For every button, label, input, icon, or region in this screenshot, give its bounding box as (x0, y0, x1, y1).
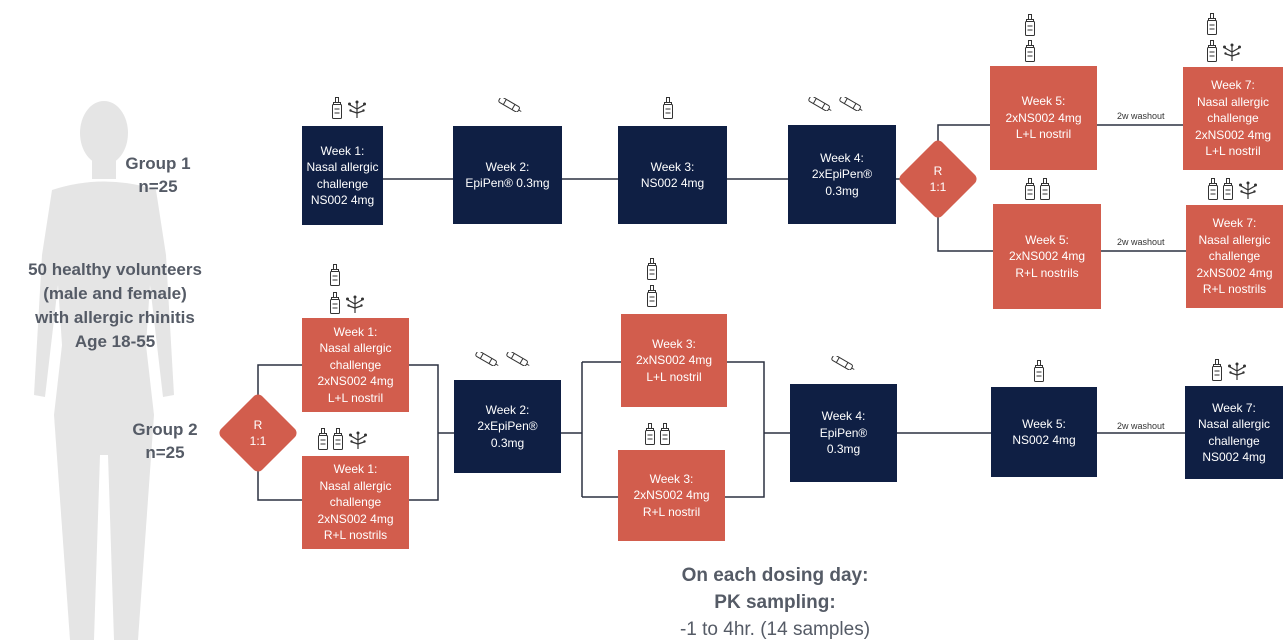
g1-week3-icons (663, 97, 673, 119)
nasal-spray-icon (1025, 14, 1035, 36)
g1-week1-box: Week 1: Nasal allergic challenge NS002 4… (302, 126, 383, 225)
nasal-spray-icon (1207, 40, 1217, 62)
g1-week7a-icons (1207, 40, 1242, 62)
epipen-icon (838, 97, 864, 111)
nasal-spray-icon (1212, 359, 1222, 381)
g2-week4-text: Week 4: EpiPen® 0.3mg (819, 409, 868, 457)
allergen-icon (1227, 361, 1247, 381)
nasal-spray-icon (330, 292, 340, 314)
g1-week1-icons (332, 97, 367, 119)
dosing-note-title: On each dosing day: (681, 565, 869, 586)
g2-week4-box: Week 4: EpiPen® 0.3mg (790, 384, 897, 482)
g2-week3a-icons (647, 285, 657, 307)
g1-week7a-box: Week 7: Nasal allergic challenge 2xNS002… (1183, 67, 1283, 170)
nasal-spray-icon (647, 258, 657, 280)
g1-week2-text: Week 2: EpiPen® 0.3mg (465, 159, 550, 191)
g2-week3b-text: Week 3: 2xNS002 4mg R+L nostril (633, 471, 710, 519)
g1-week3-box: Week 3: NS002 4mg (618, 126, 727, 224)
nasal-spray-icon (663, 97, 673, 119)
g2-week5-text: Week 5: NS002 4mg (1012, 416, 1076, 448)
dosing-note: On each dosing day: PK sampling: -1 to 4… (625, 562, 925, 643)
epipen-icon (830, 356, 856, 370)
allergen-icon (345, 294, 365, 314)
g2-week1b-text: Week 1: Nasal allergic challenge 2xNS002… (317, 462, 394, 543)
washout-label: 2w washout (1117, 111, 1165, 121)
g1-week5b-box: Week 5: 2xNS002 4mg R+L nostrils (993, 204, 1101, 309)
g1-week7b-text: Week 7: Nasal allergic challenge 2xNS002… (1196, 216, 1273, 297)
g2-week7-text: Week 7: Nasal allergic challenge NS002 4… (1197, 400, 1271, 465)
g2-week4-icons (830, 356, 856, 370)
g1-week7a-text: Week 7: Nasal allergic challenge 2xNS002… (1194, 78, 1272, 159)
population-description: 50 healthy volunteers (male and female) … (28, 260, 202, 351)
nasal-spray-icon (1223, 178, 1233, 200)
nasal-spray-icon (1025, 40, 1035, 62)
g1-week1-text: Week 1: Nasal allergic challenge NS002 4… (306, 143, 379, 208)
person-silhouette-icon (34, 101, 174, 640)
g2-week1a-text: Week 1: Nasal allergic challenge 2xNS002… (317, 324, 394, 405)
g1-week3-text: Week 3: NS002 4mg (640, 159, 705, 191)
g2-week3a-icons-top (647, 258, 657, 280)
g2-week3a-box: Week 3: 2xNS002 4mg L+L nostril (621, 314, 727, 407)
epipen-icon (474, 352, 500, 366)
nasal-spray-icon (333, 428, 343, 450)
g2-week3b-box: Week 3: 2xNS002 4mg R+L nostril (618, 450, 725, 541)
g1-week5a-box: Week 5: 2xNS002 4mg L+L nostril (990, 66, 1097, 170)
g1-week5b-icons (1025, 178, 1050, 200)
washout-label: 2w washout (1117, 421, 1165, 431)
nasal-spray-icon (330, 264, 340, 286)
nasal-spray-icon (318, 428, 328, 450)
g2-week1a-icons-top (330, 264, 340, 286)
nasal-spray-icon (1208, 178, 1218, 200)
g2-week1a-icons (330, 292, 365, 314)
g1-week2-box: Week 2: EpiPen® 0.3mg (453, 126, 562, 224)
g1-week5a-icons-top (1025, 14, 1035, 36)
dosing-note-subtitle: PK sampling: (714, 592, 836, 613)
g1-week5b-text: Week 5: 2xNS002 4mg R+L nostrils (1008, 232, 1086, 280)
g2-week7-box: Week 7: Nasal allergic challenge NS002 4… (1185, 386, 1283, 479)
g1-week7a-icons-top (1207, 13, 1217, 35)
nasal-spray-icon (1040, 178, 1050, 200)
nasal-spray-icon (645, 423, 655, 445)
g2-week2-text: Week 2: 2xEpiPen® 0.3mg (477, 402, 538, 450)
g1-week4-box: Week 4: 2xEpiPen® 0.3mg (788, 125, 896, 224)
g2-week5-icons (1034, 360, 1044, 382)
randomization-label-group1: R 1:1 (929, 164, 947, 194)
g2-week7-icons (1212, 359, 1247, 381)
g1-week7b-icons (1208, 178, 1258, 200)
allergen-icon (347, 99, 367, 119)
g2-week3b-icons (645, 423, 670, 445)
epipen-icon (505, 352, 531, 366)
nasal-spray-icon (1207, 13, 1217, 35)
group-1-label: Group 1 n=25 (125, 154, 191, 196)
group-2-label: Group 2 n=25 (132, 420, 198, 462)
g2-week3a-text: Week 3: 2xNS002 4mg L+L nostril (635, 336, 713, 384)
epipen-icon (807, 97, 833, 111)
g1-week4-text: Week 4: 2xEpiPen® 0.3mg (811, 150, 873, 198)
allergen-icon (348, 430, 368, 450)
randomization-label-group2: R 1:1 (249, 418, 267, 448)
nasal-spray-icon (660, 423, 670, 445)
allergen-icon (1222, 42, 1242, 62)
g1-week5a-text: Week 5: 2xNS002 4mg L+L nostril (1005, 94, 1082, 142)
g1-week4-icons (807, 97, 864, 111)
nasal-spray-icon (332, 97, 342, 119)
allergen-icon (1238, 180, 1258, 200)
epipen-icon (497, 98, 523, 112)
g1-week5a-icons (1025, 40, 1035, 62)
g2-week2-box: Week 2: 2xEpiPen® 0.3mg (454, 380, 561, 473)
g2-week1b-icons (318, 428, 368, 450)
washout-label: 2w washout (1117, 237, 1165, 247)
dosing-note-detail: -1 to 4hr. (14 samples) (679, 619, 871, 640)
g2-week5-box: Week 5: NS002 4mg (991, 387, 1097, 477)
g2-week1b-box: Week 1: Nasal allergic challenge 2xNS002… (302, 456, 409, 549)
nasal-spray-icon (1025, 178, 1035, 200)
g2-week1a-box: Week 1: Nasal allergic challenge 2xNS002… (302, 318, 409, 412)
g2-week2-icons (474, 352, 531, 366)
g1-week7b-box: Week 7: Nasal allergic challenge 2xNS002… (1186, 205, 1283, 308)
nasal-spray-icon (647, 285, 657, 307)
nasal-spray-icon (1034, 360, 1044, 382)
g1-week2-icons (497, 98, 523, 112)
